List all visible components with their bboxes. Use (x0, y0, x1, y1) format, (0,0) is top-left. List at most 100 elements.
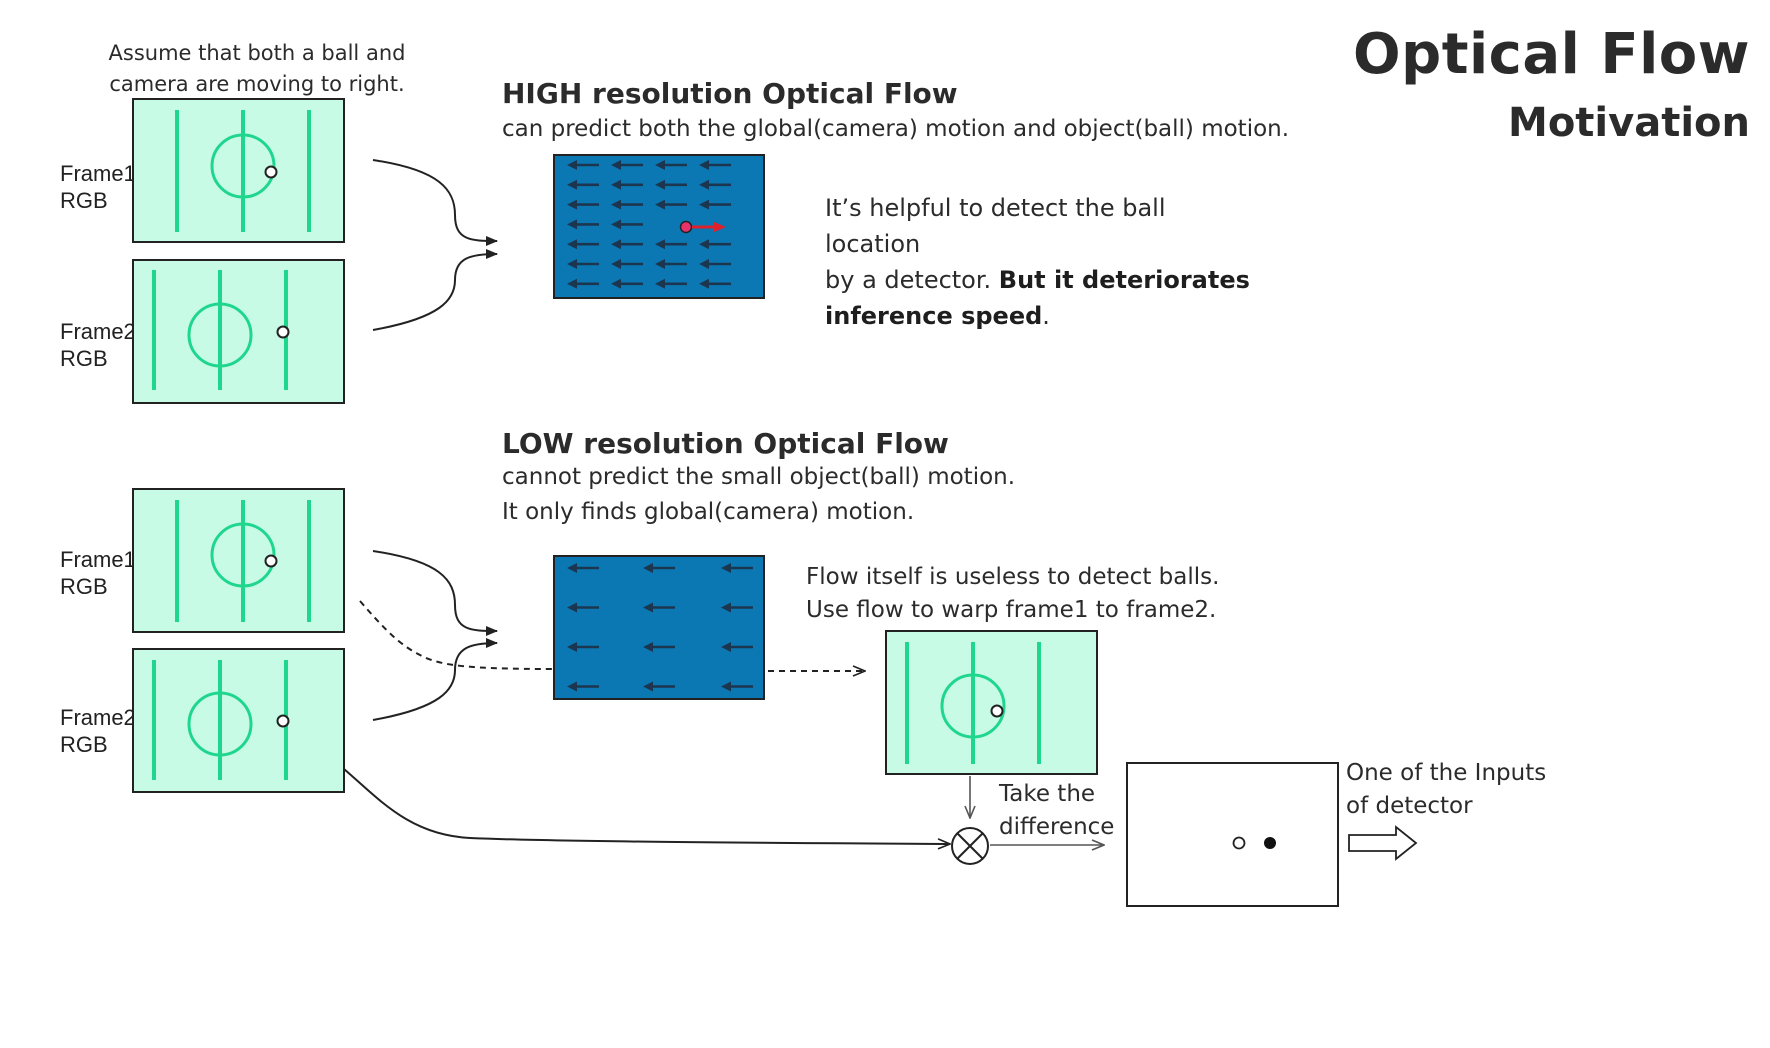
flow-arrow-left-icon (567, 239, 599, 250)
high-res-heading: HIGH resolution Optical Flow (502, 77, 958, 110)
flow-arrow-left-icon (655, 160, 687, 170)
flow-arrow-left-icon (699, 259, 731, 269)
difference-label-line1: Take the (999, 781, 1096, 807)
connector-frame1-to-flow-bottom (372, 550, 498, 636)
flow-arrow-left-icon (699, 179, 731, 190)
frame1-name: Frame1 (60, 161, 136, 186)
flow-arrow-left-icon (567, 681, 599, 692)
flow-arrow-left-icon (721, 602, 753, 613)
frame2-rgb-top (132, 259, 345, 404)
flow-arrow-left-icon (643, 563, 675, 573)
output-label: One of the Inputs of detector (1346, 757, 1546, 823)
detector-input-box (1126, 762, 1339, 907)
frame1-label-top: Frame1 RGB (60, 160, 136, 214)
flow-arrow-left-icon (699, 239, 731, 250)
difference-label: Take the difference (999, 778, 1114, 844)
low-res-description-line1: cannot predict the small object(ball) mo… (502, 464, 1016, 490)
connector-frame2-to-difference (343, 768, 950, 844)
warp-dashed-path (359, 600, 555, 670)
flow-arrow-left-icon (611, 179, 643, 190)
flow-arrow-left-icon (611, 239, 643, 250)
warped-frame (885, 630, 1098, 775)
flow-arrow-left-icon (643, 602, 675, 613)
low-res-description: cannot predict the small object(ball) mo… (502, 460, 1015, 530)
high-res-description: can predict both the global(camera) moti… (502, 116, 1290, 142)
low-res-callout: Flow itself is useless to detect balls. … (806, 561, 1246, 627)
high-res-callout-line1: It’s helpful to detect the ball location (825, 194, 1166, 258)
high-res-callout: It’s helpful to detect the ball location… (825, 190, 1265, 334)
frame1-channel: RGB (60, 574, 108, 599)
page-title: Optical Flow (1353, 22, 1750, 87)
flow-arrow-left-icon (699, 160, 731, 170)
flow-arrow-left-icon (655, 239, 687, 250)
assumption-note-line1: Assume that both a ball and (108, 41, 406, 65)
flow-arrow-left-icon (567, 278, 599, 289)
flow-arrow-left-icon (655, 179, 687, 190)
frame1-rgb-top (132, 98, 345, 243)
callout-bold-text-2: inference speed (825, 302, 1043, 330)
low-res-callout-line1: Flow itself is useless to detect balls. (806, 564, 1220, 590)
flow-arrow-left-icon (699, 278, 731, 289)
flow-arrow-left-icon (721, 642, 753, 652)
flow-arrow-left-icon (567, 160, 599, 170)
flow-arrow-left-icon (611, 160, 643, 170)
frame2-name: Frame2 (60, 705, 136, 730)
flow-arrow-left-icon (567, 602, 599, 613)
ball-current-position (1264, 837, 1276, 849)
flow-arrow-left-icon (643, 642, 675, 652)
assumption-note-line2: camera are moving to right. (109, 72, 405, 96)
connector-frame2-to-flow-bottom (372, 638, 498, 721)
flow-arrow-left-icon (655, 199, 687, 210)
high-res-flow-arrows (567, 160, 731, 289)
callout-plain-text: by a detector. (825, 266, 999, 294)
frame2-channel: RGB (60, 732, 108, 757)
assumption-note: Assume that both a ball and camera are m… (92, 38, 422, 100)
output-label-line2: of detector (1346, 793, 1473, 819)
difference-label-line2: difference (999, 814, 1115, 840)
connector-frame2-to-flow-top (372, 249, 498, 331)
low-res-callout-line2: Use flow to warp frame1 to frame2. (806, 597, 1217, 623)
high-res-flow-map (553, 154, 765, 299)
flow-arrow-left-icon (699, 199, 731, 210)
frame2-label-top: Frame2 RGB (60, 318, 136, 372)
flow-arrow-left-icon (611, 199, 643, 210)
page-subtitle: Motivation (1508, 100, 1750, 146)
flow-arrow-left-icon (655, 259, 687, 269)
flow-arrow-left-icon (611, 219, 643, 230)
flow-arrow-left-icon (567, 642, 599, 652)
difference-operator-icon (951, 827, 989, 865)
frame2-name: Frame2 (60, 319, 136, 344)
output-label-line1: One of the Inputs (1346, 760, 1547, 786)
frame2-rgb-bottom (132, 648, 345, 793)
frame1-label-bottom: Frame1 RGB (60, 546, 136, 600)
flow-arrow-left-icon (611, 278, 643, 289)
flow-arrow-left-icon (721, 563, 753, 573)
flow-arrow-left-icon (643, 681, 675, 692)
ball-previous-position (1232, 836, 1246, 850)
low-res-flow-arrows (567, 563, 753, 692)
frame2-channel: RGB (60, 346, 108, 371)
flow-arrow-left-icon (567, 179, 599, 190)
frame1-rgb-bottom (132, 488, 345, 633)
connector-frame1-to-flow-top (372, 159, 498, 246)
output-block-arrow-icon (1348, 825, 1418, 861)
callout-period: . (1042, 302, 1050, 330)
frame2-label-bottom: Frame2 RGB (60, 704, 136, 758)
low-res-heading: LOW resolution Optical Flow (502, 427, 949, 460)
flow-arrow-left-icon (567, 219, 599, 230)
frame1-name: Frame1 (60, 547, 136, 572)
callout-bold-text: But it deteriorates (998, 266, 1250, 294)
flow-arrow-left-icon (567, 199, 599, 210)
flow-arrow-left-icon (567, 259, 599, 269)
low-res-description-line2: It only finds global(camera) motion. (502, 499, 915, 525)
low-res-flow-map (553, 555, 765, 700)
flow-arrow-left-icon (721, 681, 753, 692)
flow-arrow-left-icon (655, 278, 687, 289)
high-res-callout-line2: by a detector. But it deteriorates (825, 262, 1265, 298)
high-res-callout-line3: inference speed. (825, 298, 1265, 334)
frame1-channel: RGB (60, 188, 108, 213)
flow-arrow-left-icon (611, 259, 643, 269)
ball-motion-arrowhead (714, 222, 726, 232)
ball-motion-dot (679, 220, 693, 234)
